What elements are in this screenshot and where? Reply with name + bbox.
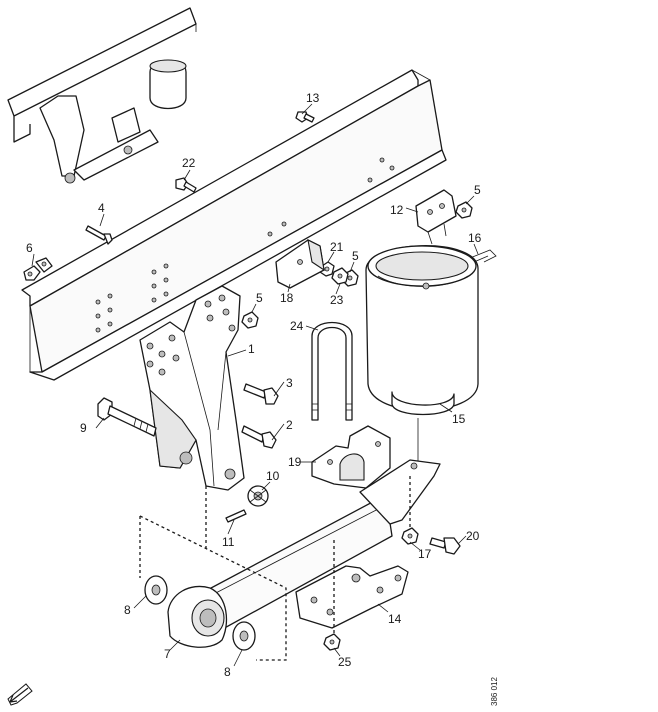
bolt-13 [295,111,315,123]
callout-4: 4 [98,201,105,215]
callout-7: 7 [164,647,171,661]
callout-5-mid: 5 [352,249,359,263]
u-bolt [311,322,353,421]
overview-inset [7,7,197,184]
nut-25 [323,633,341,651]
bolt-2 [241,425,277,449]
callout-5-top: 5 [474,183,481,197]
bracket-18 [275,239,325,289]
bolt-22 [175,177,197,193]
arrow-down-left-icon [7,683,33,706]
bolt-6 [23,257,53,281]
reference-code: 386 012 [490,677,499,706]
nut-5-top [455,201,473,219]
axle-seat [311,425,391,489]
nut-17 [401,527,419,545]
nut-23 [331,267,349,285]
callout-15: 15 [452,412,466,426]
callout-25: 25 [338,655,352,669]
callout-16: 16 [468,231,482,245]
callout-22: 22 [182,156,196,170]
pin-11 [225,509,247,523]
callout-17: 17 [418,547,432,561]
callout-6: 6 [26,241,33,255]
washer-8-right [232,621,256,651]
air-spring [365,245,479,416]
bracket-12 [415,189,457,245]
callout-21: 21 [330,240,344,254]
callout-10: 10 [266,469,280,483]
callout-23: 23 [330,293,344,307]
spring-arm [167,459,441,648]
callout-9: 9 [80,421,87,435]
washer-8-left [144,575,168,605]
callout-3: 3 [286,376,293,390]
callout-12: 12 [390,203,404,217]
callout-5-left: 5 [256,291,263,305]
callouts: 1 2 3 4 5 5 5 6 7 8 8 9 10 11 12 13 14 1… [26,91,482,679]
callout-1: 1 [248,342,255,356]
callout-11: 11 [222,535,235,549]
axle-bracket [139,285,245,491]
bolt-3 [243,383,279,405]
callout-18: 18 [280,291,294,305]
callout-20: 20 [466,529,480,543]
callout-8-left: 8 [124,603,131,617]
callout-19: 19 [288,455,302,469]
callout-13: 13 [306,91,320,105]
frame-rail [21,69,447,381]
bolt-9 [97,397,157,437]
rail-holes [95,157,395,333]
nut-5-left [241,311,259,329]
callout-24: 24 [290,319,304,333]
leader-lines [31,103,479,667]
bottom-plate [295,565,409,629]
assembly-dashed-lines [139,476,411,661]
callout-2: 2 [286,418,293,432]
callout-14: 14 [388,612,402,626]
bolt-20 [429,537,461,555]
bolt-4 [85,225,113,245]
callout-8-right: 8 [224,665,231,679]
bush-10 [247,485,269,507]
